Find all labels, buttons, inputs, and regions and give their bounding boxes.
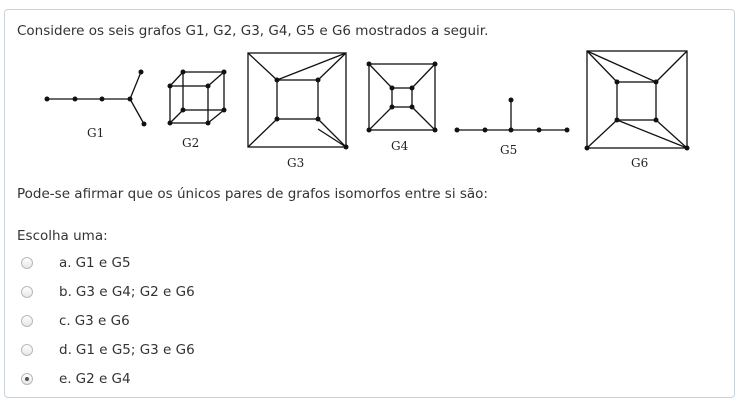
graphs-figure: G1 G2 xyxy=(5,10,736,185)
option-d[interactable]: d.G1 e G5; G3 e G6 xyxy=(5,337,405,363)
graph-g4: G4 xyxy=(366,61,438,153)
radio-c[interactable] xyxy=(21,315,33,327)
graph-label-g6: G6 xyxy=(631,156,648,170)
option-e-text: G2 e G4 xyxy=(75,371,131,387)
question-card: Considere os seis grafos G1, G2, G3, G4,… xyxy=(4,9,735,398)
radio-e[interactable] xyxy=(21,373,33,385)
graph-g6: G6 xyxy=(584,50,690,170)
option-c-letter: c. xyxy=(59,313,71,329)
graph-g5: G5 xyxy=(454,97,570,157)
option-b[interactable]: b.G3 e G4; G2 e G6 xyxy=(5,279,405,305)
graph-label-g5: G5 xyxy=(500,143,517,157)
graph-label-g2: G2 xyxy=(182,136,199,150)
option-b-text: G3 e G4; G2 e G6 xyxy=(75,284,195,300)
graph-label-g4: G4 xyxy=(391,139,409,153)
option-d-text: G1 e G5; G3 e G6 xyxy=(75,342,195,358)
graph-g3: G3 xyxy=(247,52,349,170)
option-d-letter: d. xyxy=(59,342,72,358)
question-stem: Pode-se afirmar que os únicos pares de g… xyxy=(17,186,488,202)
option-a-letter: a. xyxy=(59,255,72,271)
option-a-text: G1 e G5 xyxy=(75,255,131,271)
radio-b[interactable] xyxy=(21,286,33,298)
option-e-letter: e. xyxy=(59,371,72,387)
question-text: Considere os seis grafos G1, G2, G3, G4,… xyxy=(17,23,489,39)
option-b-letter: b. xyxy=(59,284,72,300)
option-c[interactable]: c.G3 e G6 xyxy=(5,308,405,334)
option-a[interactable]: a.G1 e G5 xyxy=(5,250,405,276)
graph-label-g3: G3 xyxy=(287,156,304,170)
answer-prompt: Escolha uma: xyxy=(17,228,108,244)
radio-a[interactable] xyxy=(21,257,33,269)
graph-g1: G1 xyxy=(44,69,147,140)
radio-d[interactable] xyxy=(21,344,33,356)
option-c-text: G3 e G6 xyxy=(74,313,130,329)
graph-label-g1: G1 xyxy=(87,126,104,140)
option-e[interactable]: e.G2 e G4 xyxy=(5,366,405,392)
graph-g2: G2 xyxy=(167,69,227,150)
